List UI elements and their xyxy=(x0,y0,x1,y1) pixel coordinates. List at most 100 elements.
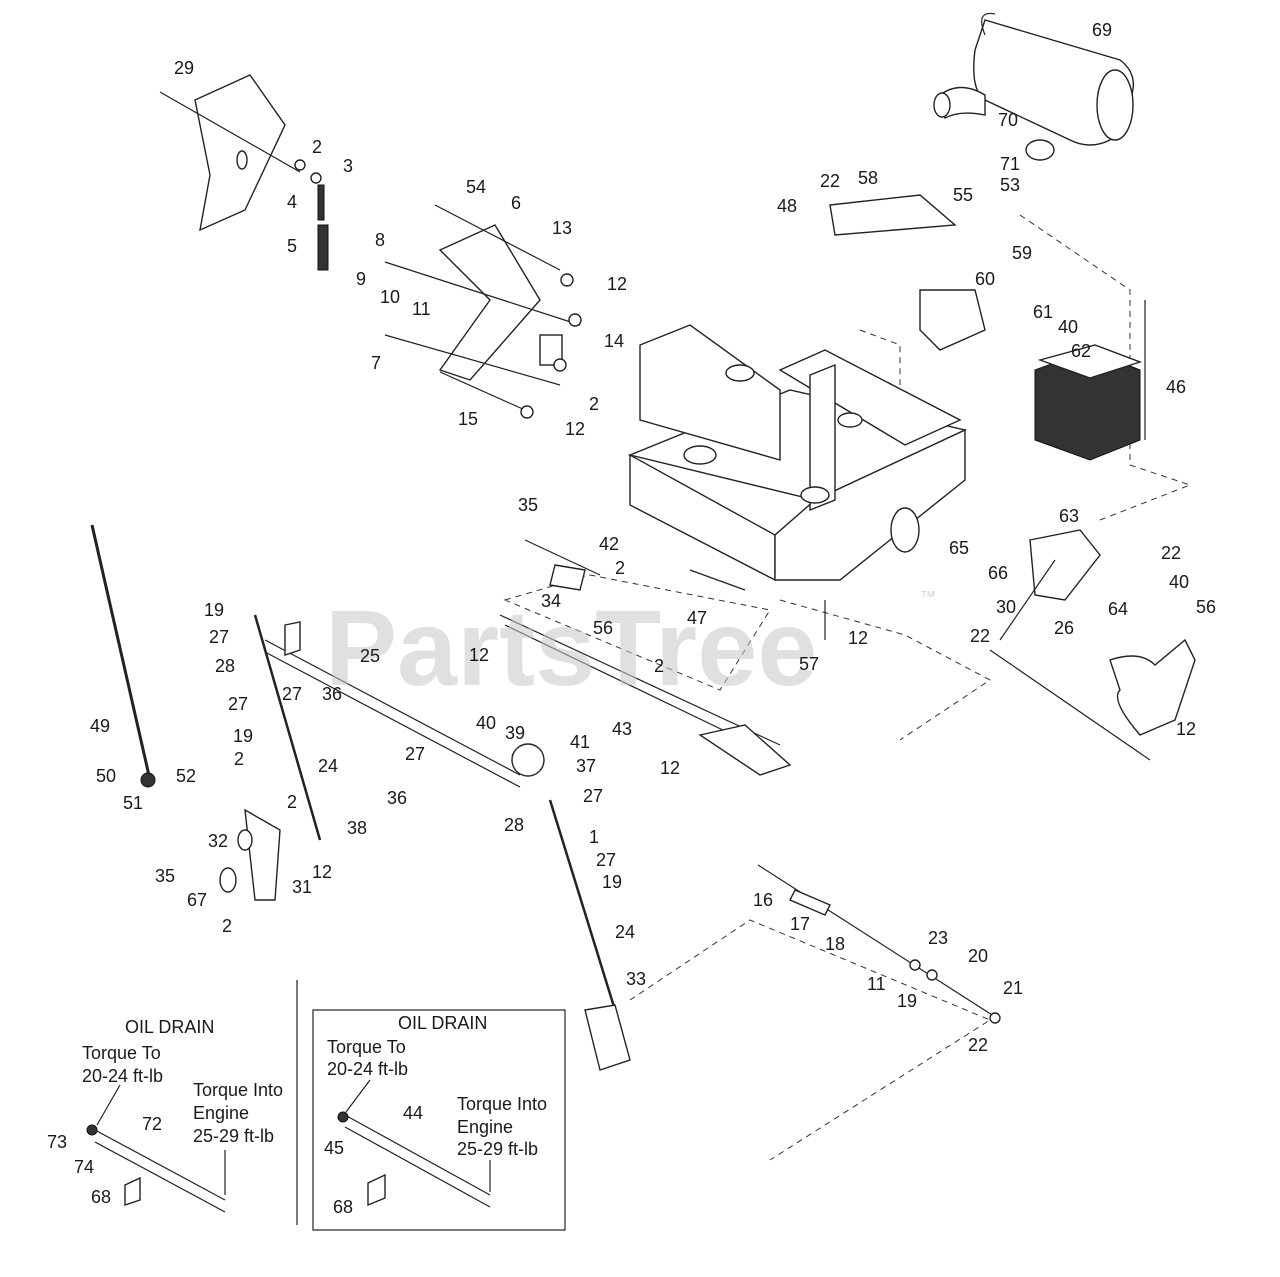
part-label: 9 xyxy=(356,269,366,289)
part-label: 41 xyxy=(570,732,590,752)
part-label: 27 xyxy=(405,744,425,764)
watermark-text: PartsTree xyxy=(325,587,817,708)
part-label: 28 xyxy=(215,656,235,676)
torque-into-value: 25-29 ft-lb xyxy=(193,1126,274,1146)
part-label: 26 xyxy=(1054,618,1074,638)
part-label: 69 xyxy=(1092,20,1112,40)
part-label: 68 xyxy=(333,1197,353,1217)
part-label: 7 xyxy=(371,353,381,373)
part-label: 55 xyxy=(953,185,973,205)
part-label: 19 xyxy=(233,726,253,746)
part-label: 66 xyxy=(988,563,1008,583)
part-label: 53 xyxy=(1000,175,1020,195)
torque-to-value: 20-24 ft-lb xyxy=(327,1059,408,1079)
part-label: 24 xyxy=(615,922,635,942)
torque-into-engine: Engine xyxy=(193,1103,249,1123)
part-label: 4 xyxy=(287,192,297,212)
part-label: 20 xyxy=(968,946,988,966)
main-frame xyxy=(627,324,968,582)
part-label: 44 xyxy=(403,1103,423,1123)
watermark-trademark: ™ xyxy=(920,589,936,606)
part-label: 46 xyxy=(1166,377,1186,397)
oil-drain-right-inset xyxy=(312,1009,566,1231)
part-label: 21 xyxy=(1003,978,1023,998)
part-label: 12 xyxy=(1176,719,1196,739)
part-label: 33 xyxy=(626,969,646,989)
torque-into-label: Torque Into xyxy=(193,1080,283,1100)
part-label: 74 xyxy=(74,1157,94,1177)
torque-into-engine: Engine xyxy=(457,1117,513,1137)
torque-into-label: Torque Into xyxy=(457,1094,547,1114)
part-label: 42 xyxy=(599,534,619,554)
left-controls xyxy=(90,524,631,1071)
part-label: 54 xyxy=(466,177,486,197)
part-label: 70 xyxy=(998,110,1018,130)
part-label: 8 xyxy=(375,230,385,250)
part-label: 56 xyxy=(593,618,613,638)
part-label: 14 xyxy=(604,331,624,351)
part-label: 22 xyxy=(1161,543,1181,563)
part-label: 1 xyxy=(589,827,599,847)
part-label: 2 xyxy=(222,916,232,936)
part-label: 19 xyxy=(602,872,622,892)
part-label: 18 xyxy=(825,934,845,954)
part-number-labels: 69 70 71 53 29 2 3 4 5 54 6 13 8 9 10 11… xyxy=(47,20,1216,1217)
part-label: 64 xyxy=(1108,599,1128,619)
part-label: 22 xyxy=(968,1035,988,1055)
part-label: 51 xyxy=(123,793,143,813)
part-label: 36 xyxy=(322,684,342,704)
part-label: 32 xyxy=(208,831,228,851)
part-label: 40 xyxy=(1169,572,1189,592)
part-label: 58 xyxy=(858,168,878,188)
part-label: 28 xyxy=(504,815,524,835)
part-label: 65 xyxy=(949,538,969,558)
part-label: 40 xyxy=(1058,317,1078,337)
muffler xyxy=(933,12,1134,161)
part-label: 12 xyxy=(565,419,585,439)
part-label: 12 xyxy=(660,758,680,778)
part-label: 34 xyxy=(541,591,561,611)
part-label: 19 xyxy=(204,600,224,620)
part-label: 24 xyxy=(318,756,338,776)
part-label: 50 xyxy=(96,766,116,786)
part-label: 15 xyxy=(458,409,478,429)
torque-to-label: Torque To xyxy=(82,1043,161,1063)
cross-bracket xyxy=(384,204,582,419)
part-label: 60 xyxy=(975,269,995,289)
part-label: 67 xyxy=(187,890,207,910)
torque-into-value: 25-29 ft-lb xyxy=(457,1139,538,1159)
part-label: 12 xyxy=(312,862,332,882)
part-label: 43 xyxy=(612,719,632,739)
part-label: 27 xyxy=(228,694,248,714)
part-label: 3 xyxy=(343,156,353,176)
oil-drain-title: OIL DRAIN xyxy=(398,1013,487,1033)
part-label: 11 xyxy=(412,299,431,319)
oil-drain-title: OIL DRAIN xyxy=(125,1017,214,1037)
oil-drain-left-notes: OIL DRAIN Torque To 20-24 ft-lb Torque I… xyxy=(82,1017,283,1146)
part-label: 48 xyxy=(777,196,797,216)
part-label: 40 xyxy=(476,713,496,733)
part-label: 45 xyxy=(324,1138,344,1158)
part-label: 47 xyxy=(687,608,707,628)
part-label: 59 xyxy=(1012,243,1032,263)
part-label: 2 xyxy=(312,137,322,157)
part-label: 23 xyxy=(928,928,948,948)
part-label: 63 xyxy=(1059,506,1079,526)
part-label: 5 xyxy=(287,236,297,256)
part-label: 27 xyxy=(282,684,302,704)
part-label: 68 xyxy=(91,1187,111,1207)
torque-to-label: Torque To xyxy=(327,1037,406,1057)
part-label: 11 xyxy=(867,974,886,994)
part-label: 57 xyxy=(799,654,819,674)
part-label: 27 xyxy=(583,786,603,806)
part-label: 27 xyxy=(209,627,229,647)
part-label: 72 xyxy=(142,1114,162,1134)
part-label: 2 xyxy=(287,792,297,812)
part-label: 27 xyxy=(596,850,616,870)
part-label: 38 xyxy=(347,818,367,838)
part-label: 35 xyxy=(155,866,175,886)
leader-lines xyxy=(96,1079,491,1195)
part-label: 39 xyxy=(505,723,525,743)
